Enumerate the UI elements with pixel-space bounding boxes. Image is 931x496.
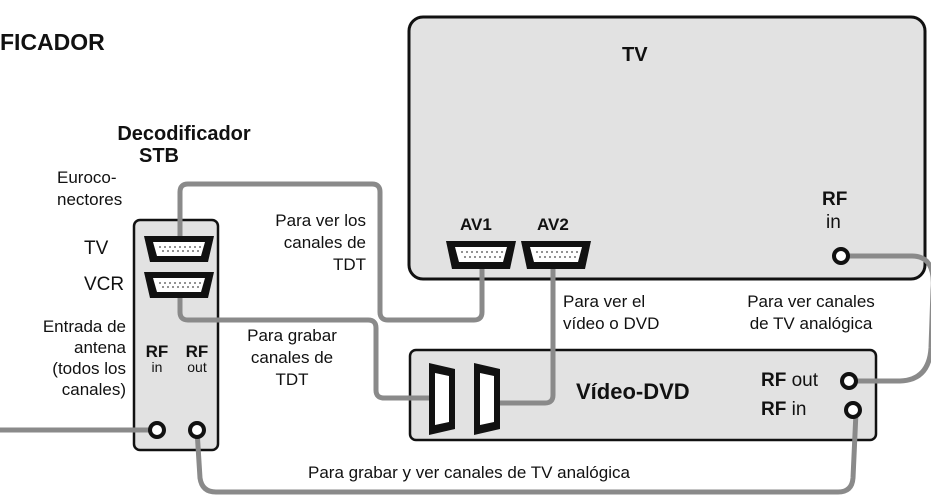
video-rf-out-label: RF out bbox=[761, 370, 818, 391]
analog-record-view-label: Para grabar y ver canales de TV analógic… bbox=[308, 463, 630, 482]
antenna-label-line3: (todos los bbox=[52, 359, 126, 378]
tv-av2-label: AV2 bbox=[537, 215, 569, 234]
euroconnectors-label-line1: Euroco- bbox=[57, 168, 117, 187]
page-title-fragment: FICADOR bbox=[0, 29, 105, 55]
cable-decoder-rfout-to-video-rfin bbox=[194, 409, 859, 495]
antenna-label-line2: antena bbox=[74, 338, 126, 357]
video-view-label-line2: vídeo o DVD bbox=[563, 314, 660, 333]
tv-av1-label: AV1 bbox=[460, 215, 492, 234]
video-rf-in-text: in bbox=[786, 399, 807, 420]
decoder-title-line2: STB bbox=[139, 145, 179, 167]
euro-connector-vcr bbox=[144, 272, 214, 298]
tv-av2-connector bbox=[521, 241, 591, 269]
video-scart-connector-1 bbox=[429, 363, 455, 435]
analog-view-label-line2: de TV analógica bbox=[749, 314, 873, 333]
antenna-label-line1: Entrada de bbox=[42, 317, 126, 336]
decoder-tv-label: TV bbox=[84, 238, 109, 259]
video-rf-out-jack bbox=[840, 372, 858, 390]
euroconnectors-label-line2: nectores bbox=[57, 190, 123, 209]
tdt-record-label-line2: canales de bbox=[250, 348, 334, 367]
video-dvd-title: Vídeo-DVD bbox=[576, 379, 690, 404]
decoder-title-line1: Decodificador bbox=[117, 123, 251, 145]
decoder-rf-out-jack bbox=[188, 421, 206, 439]
euro-connector-tv bbox=[144, 236, 214, 262]
tdt-view-label-line2: canales de bbox=[283, 233, 366, 252]
tv-box bbox=[407, 15, 927, 281]
decoder-rf-out-sub: out bbox=[187, 359, 207, 375]
decoder-rf-in-jack bbox=[148, 421, 166, 439]
tv-title: TV bbox=[622, 44, 648, 66]
decoder-rf-out-label: RF bbox=[185, 342, 209, 361]
tdt-record-label-line3: TDT bbox=[275, 370, 309, 389]
tv-av1-connector bbox=[446, 241, 516, 269]
cable-tv-rf-to-video-rfout bbox=[842, 253, 931, 384]
tv-rf-label: RF bbox=[822, 189, 848, 210]
cable-decoder-tv-to-av1 bbox=[177, 181, 485, 323]
decoder-rf-in-sub: in bbox=[151, 359, 163, 375]
tdt-view-label-line3: TDT bbox=[332, 255, 366, 274]
analog-view-label-line1: Para ver canales bbox=[747, 292, 875, 311]
decoder-rf-in-label: RF bbox=[145, 342, 169, 361]
video-scart-connector-2 bbox=[474, 363, 500, 435]
tdt-record-label-line1: Para grabar bbox=[247, 326, 337, 345]
antenna-label-line4: canales) bbox=[61, 380, 126, 399]
tv-rf-in-label: in bbox=[826, 212, 841, 233]
video-rf-in-label: RF in bbox=[761, 399, 806, 420]
tdt-view-label-line1: Para ver los bbox=[275, 211, 366, 230]
video-rf-in-bold: RF bbox=[761, 399, 787, 420]
video-rf-out-bold: RF bbox=[761, 370, 787, 391]
video-rf-out-text: out bbox=[786, 370, 819, 391]
cable-decoder-vcr-to-video bbox=[177, 290, 443, 401]
decoder-vcr-label: VCR bbox=[84, 274, 125, 295]
video-rf-in-jack bbox=[844, 401, 862, 419]
video-dvd-box bbox=[408, 348, 878, 442]
cable-av2-to-video bbox=[491, 259, 556, 406]
tv-rf-in-jack bbox=[832, 247, 850, 265]
video-view-label-line1: Para ver el bbox=[563, 292, 646, 311]
